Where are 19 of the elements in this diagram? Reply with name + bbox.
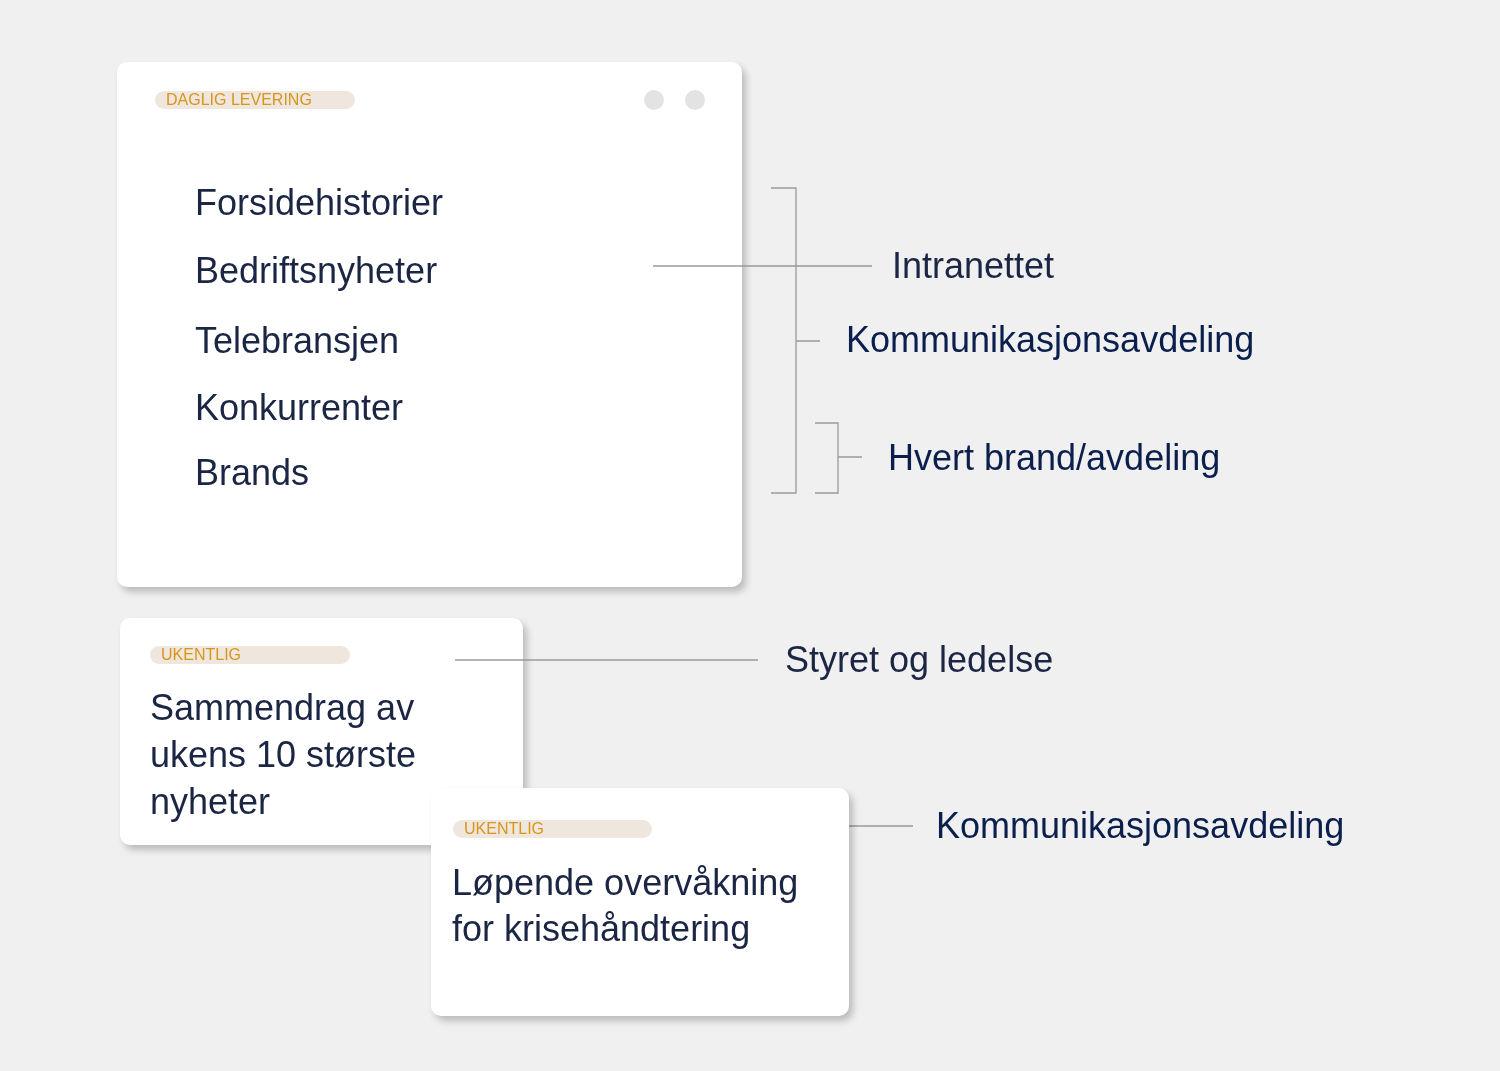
- leader-line: [652, 265, 873, 267]
- topic-text: Konkurrenter: [195, 387, 404, 429]
- frequency-tag: UKENTLIG: [150, 646, 350, 664]
- frequency-tag: DAGLIG LEVERING: [155, 91, 355, 109]
- card: [431, 788, 849, 1016]
- leader-line: [454, 659, 759, 661]
- topic-text: Forsidehistorier: [195, 182, 444, 224]
- audience-label: Intranettet: [892, 245, 1055, 287]
- audience-label: Kommunikasjonsavdeling: [936, 805, 1345, 847]
- card-text: Sammendrag av ukens 10 største nyheter: [150, 686, 418, 824]
- card: [117, 62, 742, 587]
- audience-label: Hvert brand/avdeling: [888, 437, 1221, 479]
- audience-label: Styret og ledelse: [785, 639, 1054, 681]
- topic-text: Brands: [195, 452, 310, 494]
- frequency-tag: UKENTLIG: [453, 820, 652, 838]
- audience-label: Kommunikasjonsavdeling: [846, 319, 1255, 361]
- topic-text: Bedriftsnyheter: [195, 250, 438, 292]
- card-text: Løpende overvåkning for krisehåndtering: [452, 861, 800, 951]
- topic-text: Telebransjen: [195, 320, 400, 362]
